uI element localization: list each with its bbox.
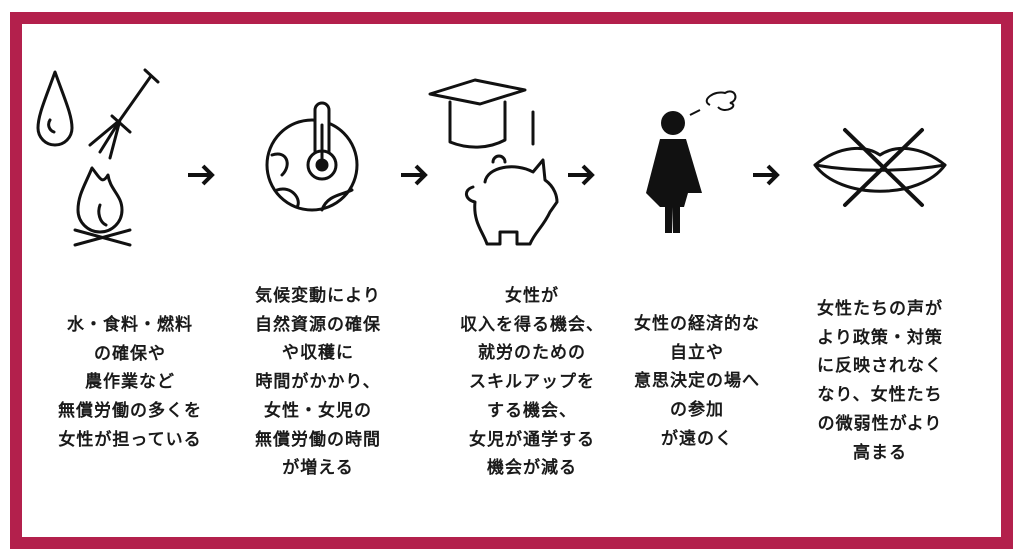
text-line: なり、女性たち — [817, 385, 943, 406]
text-line: 意思決定の場へ — [634, 371, 760, 392]
text-line: の確保や — [94, 343, 166, 364]
text-line: 無償労働の時間 — [255, 429, 381, 450]
text-line: 収入を得る機会、 — [460, 314, 604, 335]
text-line: 女性が — [505, 286, 559, 306]
text-line: スキルアップを — [469, 372, 595, 393]
globe-thermometer-icon — [265, 101, 359, 212]
text-line: 時間がかかり、 — [255, 372, 381, 393]
text-line: する機会、 — [487, 400, 577, 421]
arrow-right-icon — [188, 164, 215, 186]
text-line: 機会が減る — [487, 458, 577, 479]
woman-stress-icon — [646, 90, 737, 233]
text-line: 女性・女児の — [264, 400, 372, 421]
step-5-text: 女性たちの声が より政策・対策 に反映されなく なり、女性たち の微弱性がより … — [780, 295, 980, 467]
text-line: 女児が通学する — [469, 429, 595, 450]
text-line: 女性たちの声が — [817, 299, 943, 319]
text-line: 女性が担っている — [58, 429, 202, 450]
text-line: が増える — [282, 458, 354, 479]
diagram-frame — [10, 12, 1013, 549]
text-line: 就労のための — [478, 343, 586, 364]
arrow-right-icon — [568, 164, 595, 186]
graduation-cap-piggy-bank-icon — [428, 78, 559, 246]
text-line: 女性の経済的な — [634, 314, 760, 334]
text-line: 高まる — [853, 442, 907, 463]
text-line: に反映されなく — [817, 356, 943, 377]
text-line: より政策・対策 — [817, 327, 943, 348]
text-line: や収穫に — [282, 343, 354, 364]
text-line: 農作業など — [85, 372, 175, 393]
step-4-text: 女性の経済的な 自立や 意思決定の場へ の参加 が遠のく — [597, 310, 797, 454]
arrow-right-icon — [753, 164, 780, 186]
text-line: 自立や — [670, 342, 724, 363]
step-2-text: 気候変動により 自然資源の確保 や収穫に 時間がかかり、 女性・女児の 無償労働… — [218, 282, 418, 483]
text-line: 水・食料・燃料 — [67, 315, 193, 335]
text-line: 気候変動により — [255, 286, 381, 306]
text-line: 無償労働の多くを — [58, 401, 202, 422]
crossed-lips-icon — [813, 128, 947, 207]
text-line: の参加 — [670, 400, 724, 421]
text-line: が遠のく — [661, 428, 733, 449]
step-1-text: 水・食料・燃料 の確保や 農作業など 無償労働の多くを 女性が担っている — [30, 311, 230, 455]
arrow-right-icon — [401, 164, 428, 186]
text-line: の微弱性がより — [817, 413, 943, 434]
step-3-text: 女性が 収入を得る機会、 就労のための スキルアップを する機会、 女児が通学す… — [422, 282, 642, 483]
text-line: 自然資源の確保 — [255, 314, 381, 335]
water-drop-fork-fire-icon — [36, 68, 160, 247]
